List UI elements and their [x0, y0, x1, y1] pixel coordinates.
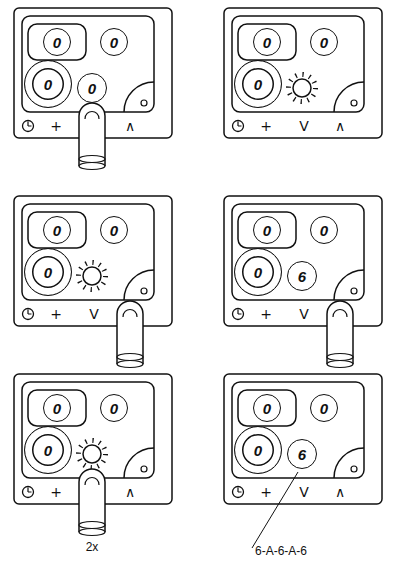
- cooking-zone: 0: [253, 394, 281, 422]
- cooking-zone: 6: [287, 261, 317, 291]
- zone-setting: 0: [110, 35, 118, 50]
- zone-setting: 0: [110, 223, 118, 238]
- control-symbol: +: [260, 307, 272, 321]
- zone-setting: 0: [254, 443, 262, 458]
- zone-setting: 0: [53, 35, 61, 50]
- zone-setting: 0: [263, 35, 271, 50]
- control-panel-outline: [224, 374, 382, 504]
- control-symbol: ∧: [335, 485, 345, 499]
- control-panel: + V ∧ 0 0 0: [224, 8, 382, 138]
- control-symbol: ∧: [335, 119, 345, 133]
- cooking-zone: 0: [310, 28, 338, 56]
- cooking-zone: 0: [77, 73, 107, 103]
- control-panel: + V 0 0 0: [14, 196, 172, 326]
- zone-setting: 0: [110, 401, 118, 416]
- zone-setting: 0: [320, 223, 328, 238]
- control-symbol: V: [299, 119, 309, 133]
- zone-setting: 0: [320, 35, 328, 50]
- zone-setting: 0: [88, 81, 96, 96]
- control-panel-outline: [14, 196, 172, 326]
- zone-setting: 0: [254, 265, 262, 280]
- leader-line: [252, 472, 298, 548]
- control-symbol: ∧: [125, 485, 135, 499]
- zone-setting: 0: [263, 401, 271, 416]
- cooking-zone: 0: [234, 60, 282, 108]
- control-symbol: +: [50, 485, 62, 499]
- flashing-zone: [79, 441, 106, 468]
- control-symbol: V: [299, 307, 309, 321]
- control-symbol: +: [50, 307, 62, 321]
- cooking-zone: 0: [234, 248, 282, 296]
- zone-setting: 0: [320, 401, 328, 416]
- control-symbol: V: [299, 485, 309, 499]
- cooking-zone: 0: [24, 60, 72, 108]
- cooking-zone: 0: [24, 426, 72, 474]
- finger: [117, 301, 143, 368]
- cooking-zone: 0: [100, 28, 128, 56]
- cooking-zone: 0: [24, 248, 72, 296]
- control-panel: + ∧ 0 0 0: [14, 374, 172, 504]
- zone-setting: 0: [53, 401, 61, 416]
- zone-setting: 0: [44, 443, 52, 458]
- zone-setting: 0: [44, 265, 52, 280]
- cooking-zone: 0: [310, 394, 338, 422]
- control-symbol: +: [260, 485, 272, 499]
- cooking-zone: 0: [43, 28, 71, 56]
- control-panel-outline: [224, 196, 382, 326]
- control-symbol: +: [260, 119, 272, 133]
- cooking-zone: 0: [100, 216, 128, 244]
- control-panel: + V 0 0 0 6: [224, 196, 382, 326]
- finger: [79, 103, 105, 170]
- finger: [327, 301, 353, 368]
- zone-setting: 0: [263, 223, 271, 238]
- zone-setting: 0: [254, 77, 262, 92]
- control-panel: + ∧ 0 0 0 0: [14, 8, 172, 138]
- zone-setting: 0: [44, 77, 52, 92]
- control-panel: + V ∧ 0 0 0 6: [224, 374, 382, 504]
- cooking-zone: 6: [287, 439, 317, 469]
- flashing-zone: [289, 75, 316, 102]
- control-symbol: +: [50, 119, 62, 133]
- cooking-zone: 0: [43, 216, 71, 244]
- cooking-zone: 0: [100, 394, 128, 422]
- cooking-zone: 0: [234, 426, 282, 474]
- cooking-zone: 0: [43, 394, 71, 422]
- display-sequence: 6-A-6-A-6: [254, 545, 308, 558]
- cooking-zone: 0: [253, 216, 281, 244]
- control-symbol: V: [89, 307, 99, 321]
- cooking-zone: 0: [253, 28, 281, 56]
- zone-setting: 6: [298, 447, 306, 462]
- flashing-zone: [79, 263, 106, 290]
- cooking-zone: 0: [310, 216, 338, 244]
- zone-setting: 0: [53, 223, 61, 238]
- repeat-note: 2x: [85, 541, 100, 554]
- control-symbol: ∧: [125, 119, 135, 133]
- finger: [79, 469, 105, 536]
- control-panel-outline: [224, 8, 382, 138]
- zone-setting: 6: [298, 269, 306, 284]
